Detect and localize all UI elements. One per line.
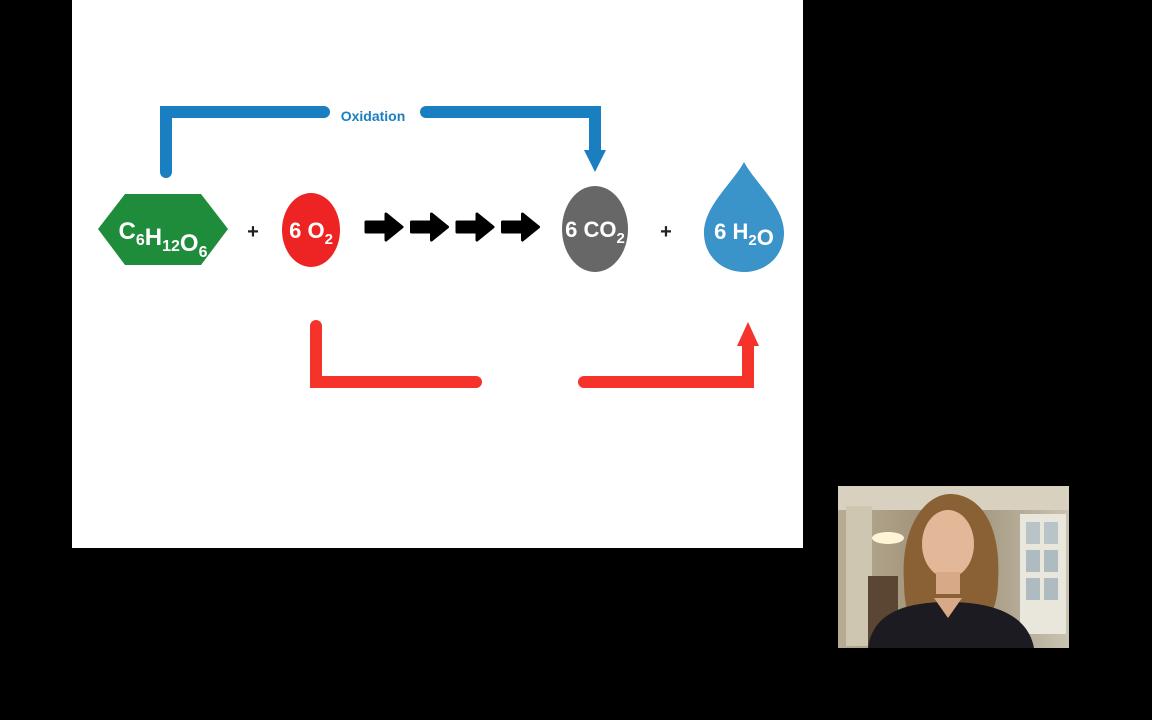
step-arrow-icon [501, 212, 540, 242]
carbon-dioxide-formula: 6 CO2 [565, 217, 625, 247]
presenter-video-icon [838, 486, 1069, 648]
respiration-diagram: Oxidation C6H12O6 + 6 O2 6 CO2 + [98, 106, 784, 388]
reaction-step-arrows [364, 212, 540, 242]
step-arrow-icon [455, 212, 495, 242]
oxygen-molecule: 6 O2 [282, 193, 340, 267]
presenter-webcam-video [838, 486, 1069, 648]
oxygen-formula: 6 O2 [289, 218, 333, 248]
plus-sign-2: + [660, 221, 672, 243]
step-arrow-icon [364, 212, 404, 242]
glucose-formula: C6H12O6 [119, 218, 208, 261]
oxidation-label: Oxidation [341, 108, 406, 124]
plus-sign-1: + [247, 221, 259, 243]
step-arrow-icon [410, 212, 449, 242]
water-formula: 6 H2O [714, 219, 774, 250]
presentation-slide: Oxidation C6H12O6 + 6 O2 6 CO2 + [72, 0, 803, 548]
oxidation-bracket [160, 106, 606, 178]
reduction-bracket [310, 320, 759, 388]
carbon-dioxide-molecule: 6 CO2 [562, 186, 628, 272]
glucose-molecule: C6H12O6 [98, 194, 228, 265]
water-molecule: 6 H2O [704, 162, 784, 272]
